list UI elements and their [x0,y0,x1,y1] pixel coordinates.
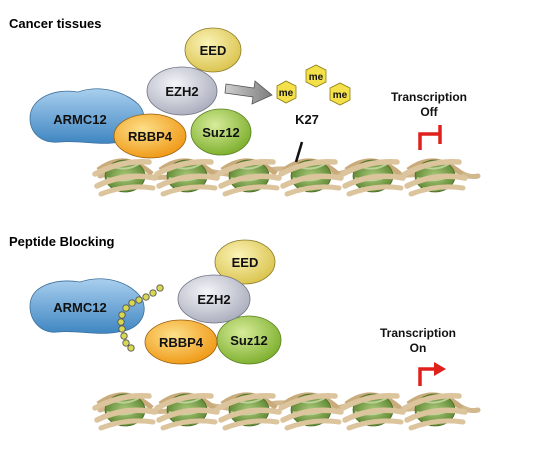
protein-label-ezh2: EZH2 [197,292,230,307]
rbbp4-protein: RBBP4 [144,319,218,365]
methyl-label: me [279,88,294,99]
protein-label-armc12: ARMC12 [53,112,106,127]
armc12-protein: ARMC12 [29,278,145,334]
panel-title: Cancer tissues [9,16,102,31]
transcription-on-arrow [418,362,446,386]
protein-label-armc12: ARMC12 [53,300,106,315]
methyl-label: me [333,90,348,101]
transcription-state-label: On [410,341,427,355]
protein-label-rbbp4: RBBP4 [128,129,173,144]
eed-protein: EED [184,27,242,73]
protein-label-suz12: Suz12 [230,333,268,348]
panel-peptide-blocking: Peptide Blocking ARMC12 [9,234,481,428]
eed-protein: EED [214,239,276,285]
residue-label-k27: K27 [295,112,319,127]
nucleosome [219,160,279,194]
panel-cancer-tissues: Cancer tissues ARMC12 EED RBBP4 [9,16,481,194]
suz12-protein: Suz12 [216,315,282,365]
transcription-label: Transcription [380,326,456,340]
histone-tail [294,141,304,163]
protein-label-suz12: Suz12 [202,125,240,140]
methyl-group-1: me [276,80,297,104]
panel-title: Peptide Blocking [9,234,115,249]
protein-label-rbbp4: RBBP4 [159,335,204,350]
transcription-state-label: Off [420,105,438,119]
ezh2-protein: EZH2 [177,274,251,324]
transcription-off-symbol [418,125,442,150]
nucleosome [281,160,341,194]
blocking-peptide [117,284,164,352]
methyl-label: me [309,72,324,83]
protein-label-eed: EED [232,255,259,270]
methyl-group-3: me [329,82,351,106]
protein-label-eed: EED [200,43,227,58]
rbbp4-protein: RBBP4 [113,113,187,159]
ezh2-protein: EZH2 [146,66,218,116]
nucleosome [343,394,403,428]
protein-label-ezh2: EZH2 [165,84,198,99]
suz12-protein: Suz12 [190,108,252,156]
methyl-group-2: me [305,64,327,88]
nucleosome [343,160,403,194]
nucleosome [219,394,279,428]
methylation-arrow [224,80,273,105]
nucleosome [281,394,341,428]
transcription-label: Transcription [391,90,467,104]
